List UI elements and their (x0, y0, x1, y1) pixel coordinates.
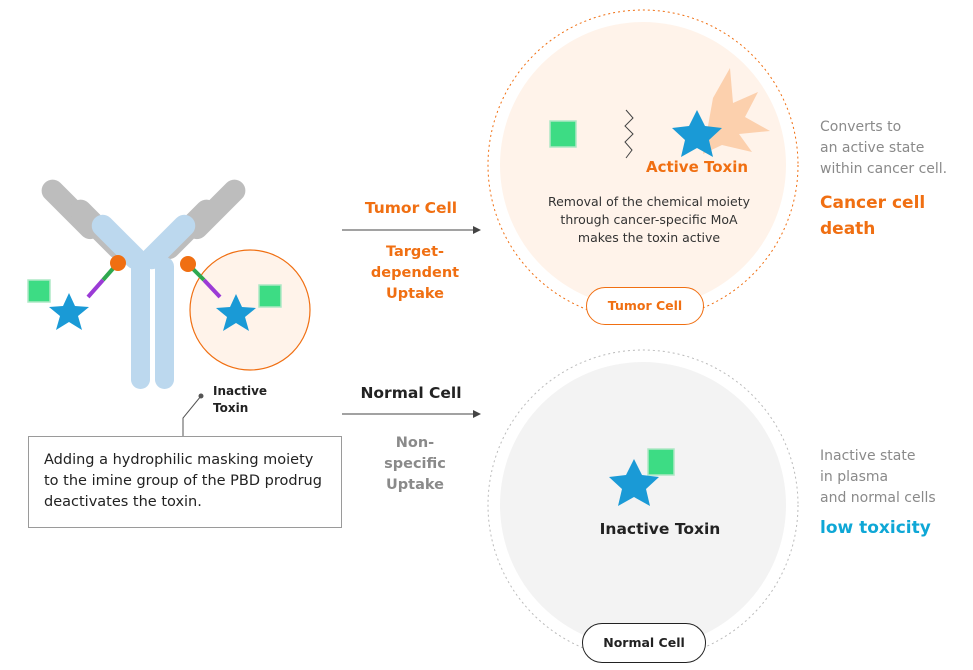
active-toxin-star (672, 110, 722, 157)
normal-side-description: Inactive state in plasma and normal cell… (820, 448, 936, 506)
normal-cell-arrow-label: Normal Cell (360, 384, 462, 402)
masked-toxin-right (180, 256, 282, 331)
mask-square-left (27, 279, 51, 303)
normal-arrow (342, 410, 481, 418)
tumor-cell-outer-ring (487, 9, 799, 321)
inactive-toxin-star (609, 459, 659, 506)
released-mask-square (549, 120, 577, 148)
toxin-star-right (216, 294, 256, 331)
linker-node-right (180, 256, 196, 272)
inactive-toxin-label: Inactive Toxin (213, 384, 268, 415)
antibody (41, 179, 246, 389)
mask-square-right (258, 284, 282, 308)
normal-cell-outer-ring (487, 349, 799, 661)
mechanism-text: Removal of the chemical moiety through c… (547, 194, 751, 245)
active-toxin-label: Active Toxin (645, 158, 749, 176)
normal-mask-square (647, 448, 675, 476)
tumor-cell-badge: Tumor Cell (586, 287, 704, 325)
non-specific-uptake-label: Non- specific Uptake (384, 435, 446, 493)
inactive-toxin-pointer (182, 395, 202, 436)
normal-inactive-toxin-label: Inactive Toxin (599, 520, 721, 538)
target-dependent-uptake-label: Target- dependent Uptake (370, 244, 460, 302)
normal-cell-badge: Normal Cell (582, 623, 706, 663)
activation-burst (703, 68, 770, 154)
masking-note-text: Adding a hydrophilic masking moiety to t… (44, 452, 322, 510)
toxin-star-left (49, 293, 89, 330)
pointer-dot (198, 393, 204, 399)
cleavage-squiggle (624, 109, 634, 159)
tumor-arrow (342, 226, 481, 234)
masking-note-box: Adding a hydrophilic masking moiety to t… (28, 436, 342, 528)
tumor-cell-body (500, 22, 786, 308)
linker-node-left (110, 255, 126, 271)
cancer-cell-death-outcome: Cancer cell death (820, 193, 926, 239)
masked-toxin-left (27, 255, 126, 330)
tumor-cell-arrow-label: Tumor Cell (364, 199, 458, 217)
tumor-side-description: Converts to an active state within cance… (820, 119, 948, 177)
low-toxicity-outcome: low toxicity (820, 518, 931, 538)
normal-cell-body (500, 362, 786, 648)
